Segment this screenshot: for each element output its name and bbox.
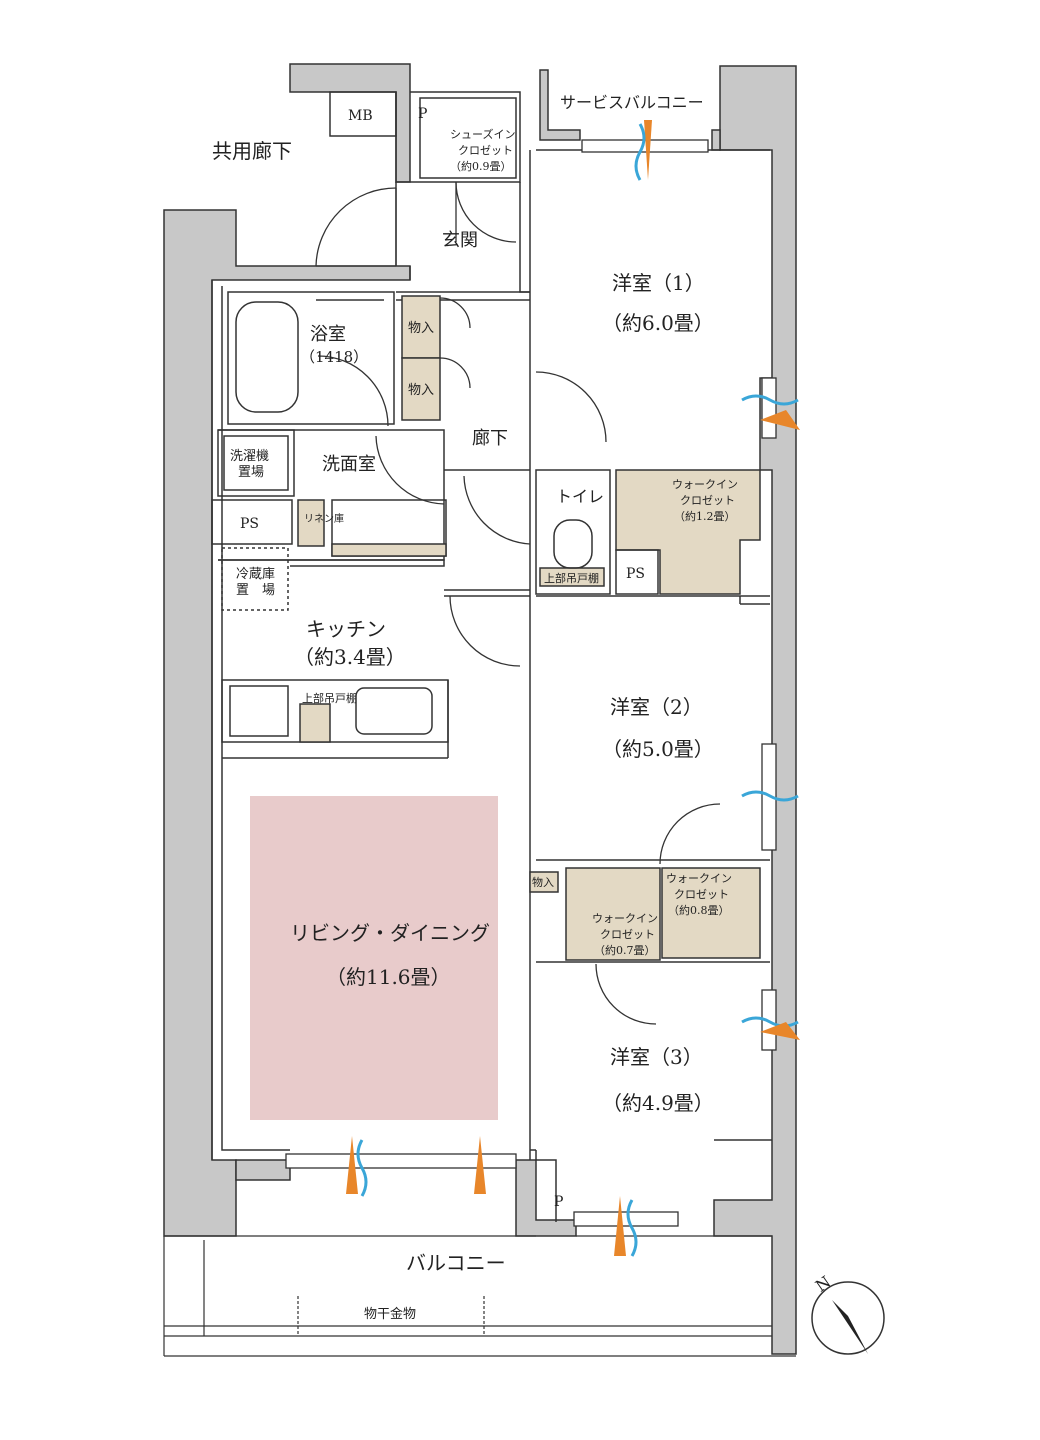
corridor-label: 共用廊下 (212, 139, 292, 163)
service-balcony-label: サービスバルコニー (560, 93, 704, 112)
ps-right-label: PS (626, 566, 645, 582)
storage-c-label: 物入 (532, 875, 554, 889)
balcony-railing (163, 1235, 796, 1357)
washroom-label: 洗面室 (322, 454, 376, 475)
ventilation-arrows (346, 120, 800, 1257)
kitchen-label-2: （約3.4畳） (294, 645, 406, 669)
balcony-label: バルコニー (406, 1251, 506, 1275)
room1-label-1: 洋室（1） (612, 271, 705, 295)
entrance-label: 玄関 (442, 230, 478, 251)
upper-shelf-kitchen-label: 上部吊戸棚 (302, 691, 357, 705)
washer-label-1: 洗濯機 (230, 449, 269, 464)
toilet-label: トイレ (556, 487, 604, 506)
mb-label: MB (348, 108, 373, 124)
room3-label-1: 洋室（3） (610, 1045, 703, 1069)
wic1-label-2: クロゼット (680, 494, 735, 507)
hall-label: 廊下 (472, 428, 508, 449)
wic2-label-2: クロゼット (600, 928, 655, 941)
bath-label-1: 浴室 (310, 324, 346, 345)
p-label-top: P (418, 106, 427, 122)
interior-walls (211, 91, 770, 1222)
wic1-label-1: ウォークイン (672, 478, 738, 491)
living-label-1: リビング・ダイニング (290, 921, 490, 945)
wic1-label-3: （約1.2畳） (674, 509, 736, 523)
storage-b-label: 物入 (408, 383, 434, 398)
washer-label-2: 置場 (238, 465, 264, 480)
doors (315, 181, 721, 1025)
storage-a-label: 物入 (408, 321, 434, 336)
room1-label-2: （約6.0畳） (602, 311, 714, 335)
wic2-label-1: ウォークイン (592, 912, 658, 925)
room-labels: 共用廊下 MB P シューズイン クロゼット （約0.9畳） サービスバルコニー… (212, 93, 834, 1322)
wic3-label-2: クロゼット (674, 888, 729, 901)
living-label-2: （約11.6畳） (326, 965, 451, 989)
fridge-label-2: 置 場 (236, 583, 275, 598)
bath-label-2: （1418） (300, 348, 368, 366)
wic3-label-1: ウォークイン (666, 872, 732, 885)
room2-label-1: 洋室（2） (610, 695, 703, 719)
ps-left-label: PS (240, 516, 259, 532)
north-compass (811, 1281, 885, 1355)
wic3-label-3: （約0.8畳） (668, 903, 730, 917)
shoe-closet-label-2: クロゼット (458, 144, 513, 157)
drying-hardware-label: 物干金物 (364, 1306, 416, 1322)
room2-label-2: （約5.0畳） (602, 737, 714, 761)
linen-label: リネン庫 (304, 512, 344, 525)
kitchen-label-1: キッチン (306, 617, 386, 641)
room3-label-2: （約4.9畳） (602, 1091, 714, 1115)
shoe-closet-label-3: （約0.9畳） (450, 159, 512, 173)
fridge-label-1: 冷蔵庫 (236, 567, 275, 582)
upper-shelf-toilet-label: 上部吊戸棚 (544, 571, 599, 585)
living-highlight (250, 796, 498, 1120)
wic2-label-3: （約0.7畳） (594, 943, 656, 957)
p-label-bottom: P (554, 1194, 563, 1210)
shoe-closet-label-1: シューズイン (450, 127, 515, 141)
